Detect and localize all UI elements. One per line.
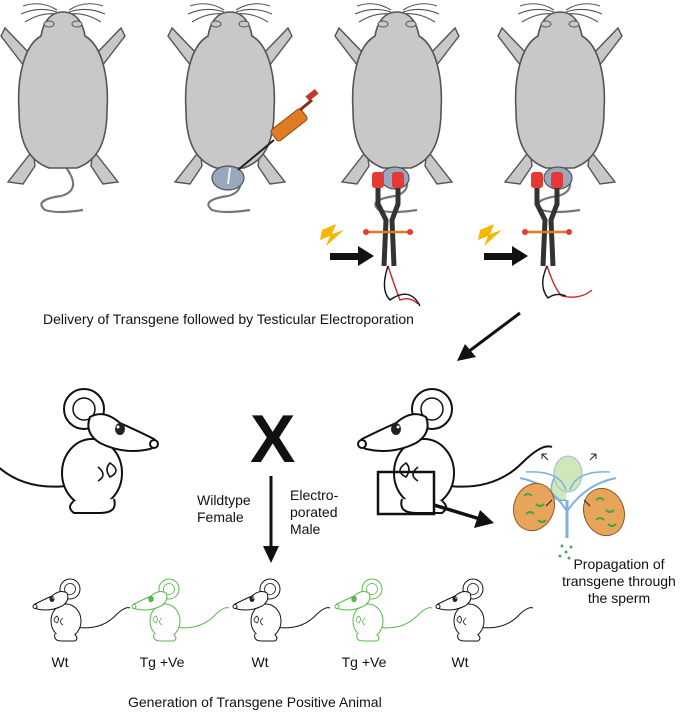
pup-label-5: Wt (451, 654, 469, 670)
pup-label-4: Tg +Ve (341, 654, 387, 670)
mouse-injection (166, 2, 294, 214)
generation-caption: Generation of Transgene Positive Animal (128, 694, 382, 710)
male-reproductive-tract-icon (512, 453, 626, 560)
push-arrow-2 (484, 246, 528, 266)
cross-symbol: X (250, 401, 296, 477)
lightning-bolt-icon (478, 224, 502, 246)
pup-label-3: Wt (251, 654, 269, 670)
flow-arrow-diagonal (457, 311, 521, 361)
pup-wt-3 (435, 578, 534, 642)
pup-label-2: Tg +Ve (139, 654, 185, 670)
zoom-box (376, 470, 436, 516)
mouse-control (0, 2, 127, 214)
syringe-icon (237, 88, 319, 171)
pup-wt-1 (32, 578, 131, 642)
pup-wt-2 (232, 578, 331, 642)
electrode-wires (383, 265, 593, 307)
pup-tg-2 (334, 578, 433, 642)
pup-label-1: Wt (51, 654, 69, 670)
delivery-caption: Delivery of Transgene followed by Testic… (43, 311, 414, 327)
lightning-bolt-icon (320, 224, 344, 246)
cartoon-mouse-female (0, 388, 159, 514)
zoom-arrow (433, 503, 494, 528)
flow-arrow-down (263, 476, 279, 563)
push-arrow-1 (330, 246, 374, 266)
pup-tg-1 (131, 578, 230, 642)
